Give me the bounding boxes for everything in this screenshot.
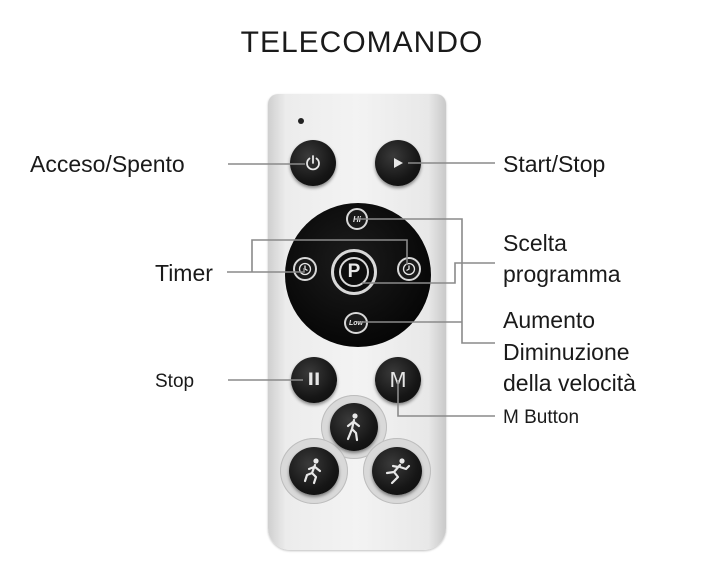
jog-mode-button[interactable] xyxy=(289,447,339,495)
speed-label-line2: Diminuzione xyxy=(503,339,630,365)
program-text: P xyxy=(347,261,361,282)
timer-button-right[interactable] xyxy=(397,257,421,281)
clock-icon xyxy=(298,262,312,276)
m-button-label: M Button xyxy=(503,407,580,428)
low-text: Low xyxy=(349,319,363,327)
jogging-person-icon xyxy=(303,458,322,485)
clock-icon xyxy=(402,262,416,276)
program-button[interactable]: P xyxy=(331,249,377,295)
speed-callout-hi xyxy=(357,218,495,344)
page-title: TELECOMANDO xyxy=(240,26,484,59)
program-label-line2: programma xyxy=(503,261,621,287)
speed-label-line1: Aumento xyxy=(503,307,596,333)
run-mode-button[interactable] xyxy=(372,447,422,495)
timer-bracket-upper xyxy=(251,239,408,272)
running-person-icon xyxy=(385,458,411,485)
stop-label: Stop xyxy=(155,371,195,392)
pause-text: II xyxy=(307,370,321,390)
indicator-led xyxy=(298,118,304,124)
walking-person-icon xyxy=(346,413,361,442)
walk-mode-button[interactable] xyxy=(330,403,378,451)
start-stop-label: Start/Stop xyxy=(503,151,606,177)
power-label: Acceso/Spento xyxy=(30,151,185,177)
timer-bracket-lower xyxy=(252,268,305,273)
program-label-line1: Scelta xyxy=(503,230,567,256)
power-button[interactable] xyxy=(290,140,336,186)
program-callout-line xyxy=(362,262,495,284)
power-icon xyxy=(306,155,320,171)
play-icon xyxy=(394,158,403,168)
speed-label-line3: della velocità xyxy=(503,370,636,396)
timer-button-left[interactable] xyxy=(293,257,317,281)
m-button-callout-line xyxy=(397,380,495,417)
timer-label: Timer xyxy=(155,260,213,286)
speed-down-button[interactable]: Low xyxy=(344,312,368,334)
